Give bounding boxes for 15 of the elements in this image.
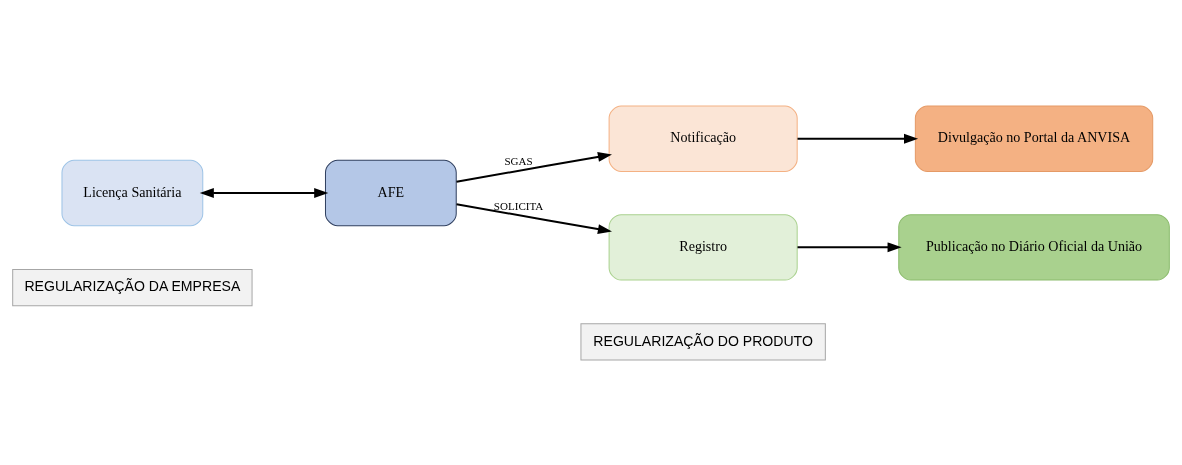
arrow xyxy=(456,202,612,234)
node-box: AFE xyxy=(324,159,457,226)
arrow xyxy=(199,187,329,198)
node-box: Registro xyxy=(608,213,798,281)
node-box: Notificação xyxy=(608,105,798,172)
arrow xyxy=(797,241,902,252)
node-box: Divulgação no Portal da ANVISA xyxy=(914,105,1154,172)
node-box: Licença Sanitária xyxy=(61,159,204,226)
edge-label: SOLICITA xyxy=(493,199,544,212)
arrow xyxy=(797,133,919,144)
edge-label: SGAS xyxy=(504,154,533,167)
node-box: REGULARIZAÇÃO DO PRODUTO xyxy=(580,322,826,360)
node-box: Publicação no Diário Oficial da União xyxy=(898,213,1170,281)
arrow xyxy=(456,151,612,183)
node-box: REGULARIZAÇÃO DA EMPRESA xyxy=(12,268,253,306)
